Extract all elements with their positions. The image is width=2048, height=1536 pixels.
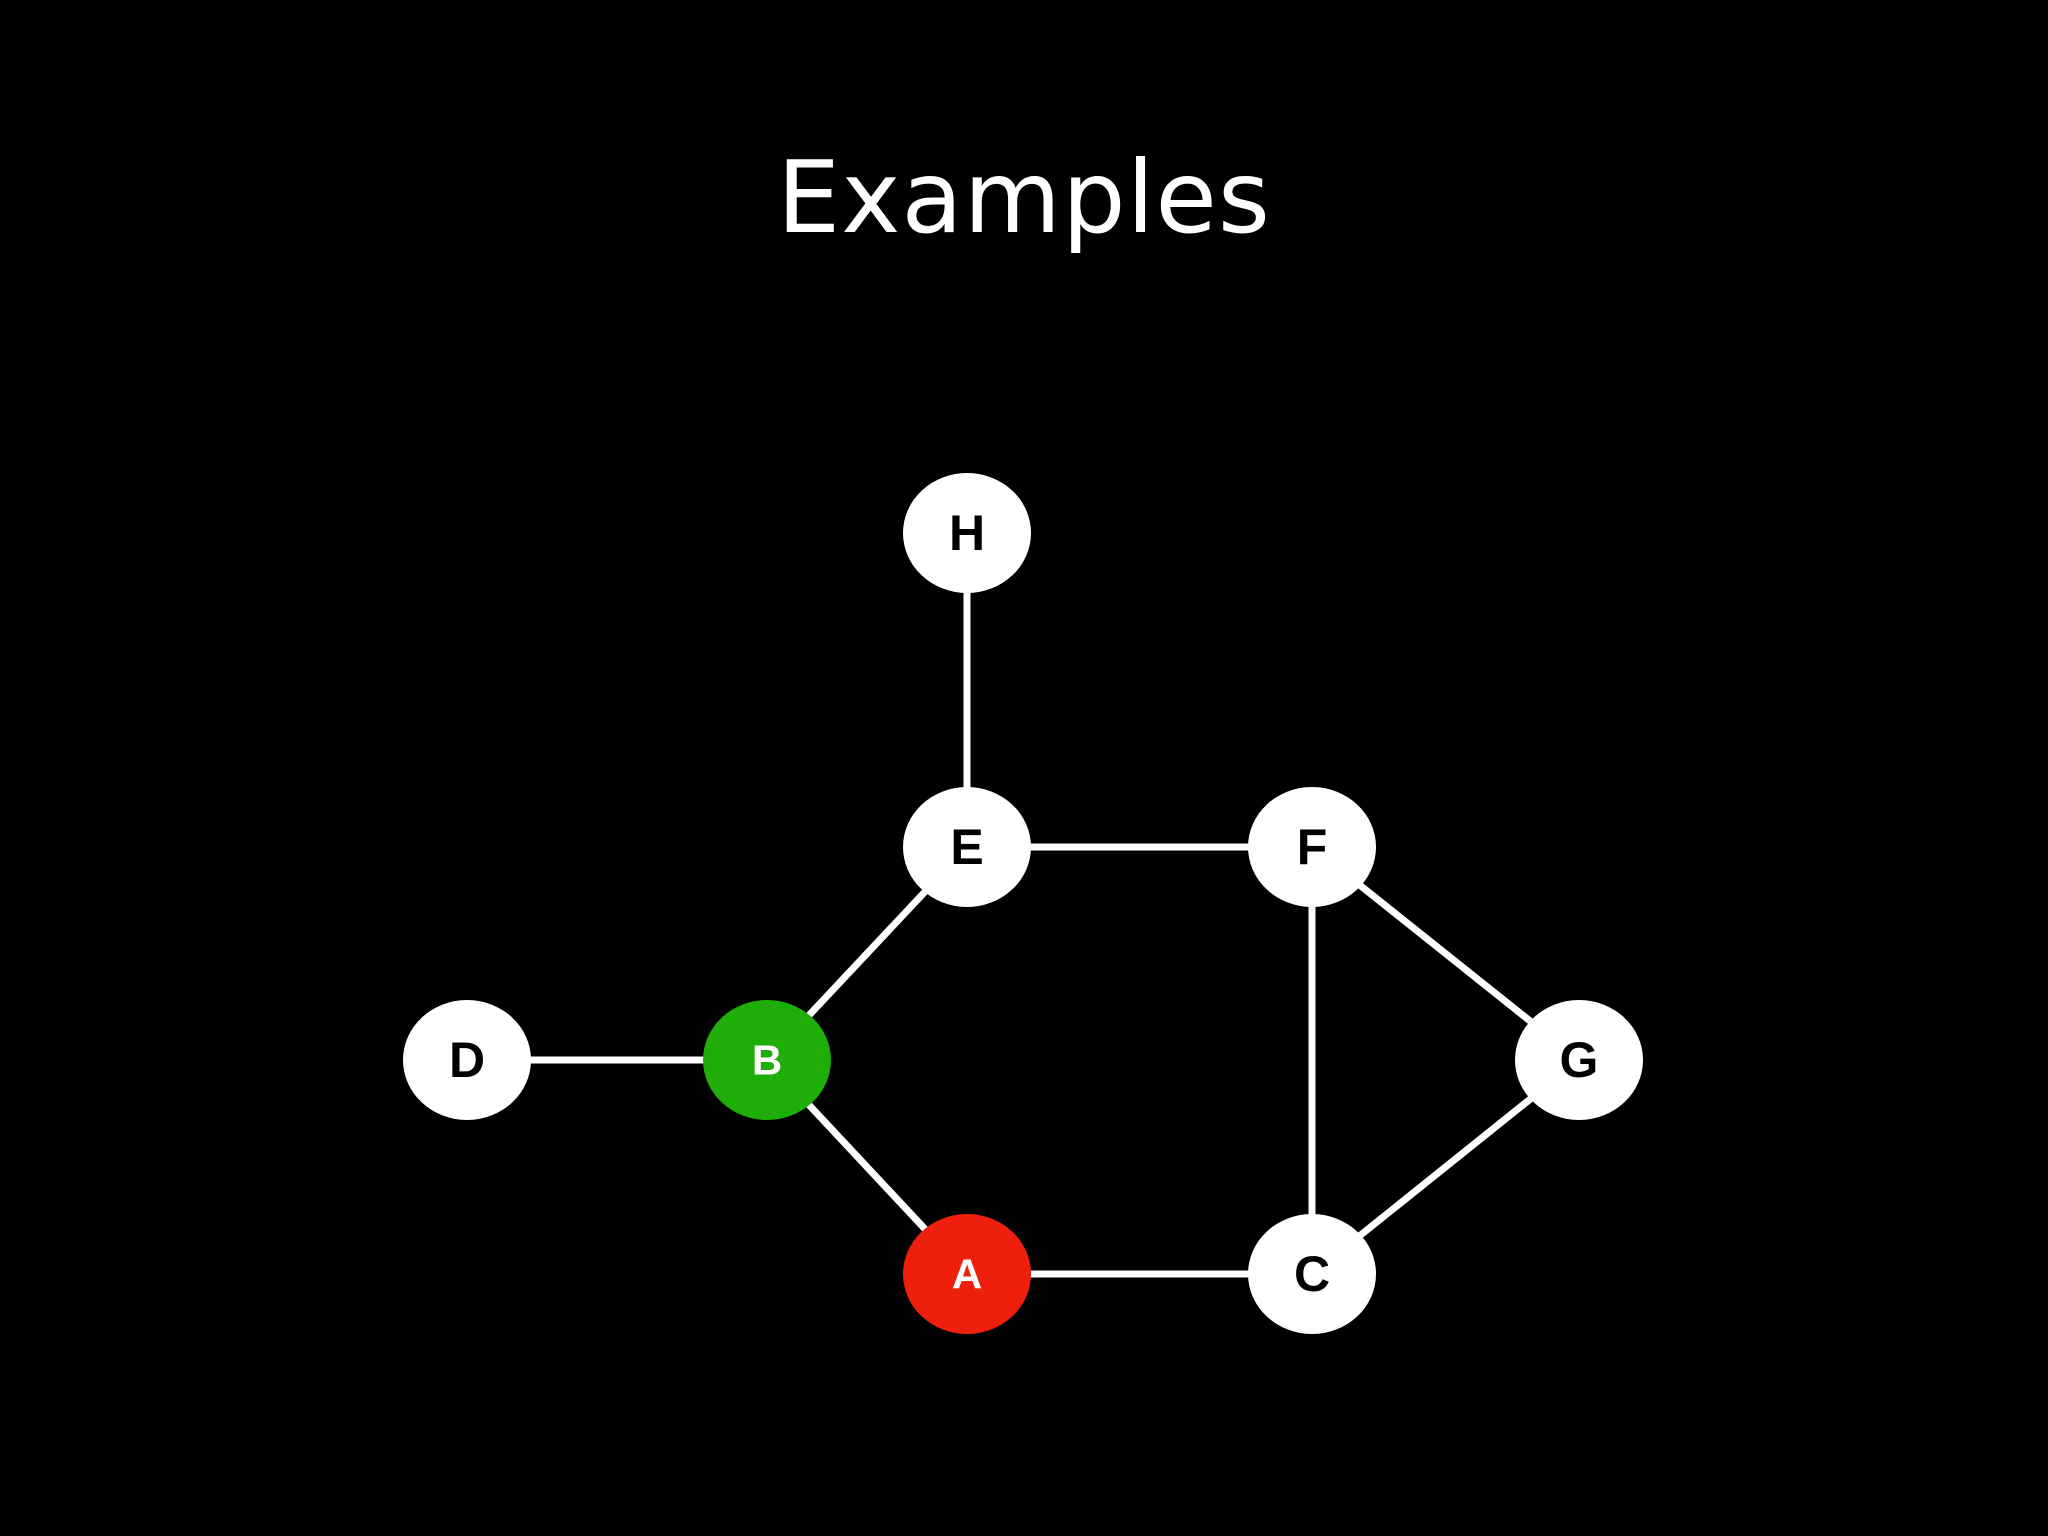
node-g: G <box>1515 1000 1643 1120</box>
node-circle <box>903 473 1031 593</box>
node-circle <box>403 1000 531 1120</box>
node-label: C <box>1294 1246 1330 1302</box>
node-h: H <box>903 473 1031 593</box>
node-circle <box>903 787 1031 907</box>
slide-title: Examples <box>777 139 1271 256</box>
edge-layer <box>467 533 1582 1278</box>
node-layer: H E F D B G A C <box>403 473 1643 1334</box>
node-circle <box>1515 1000 1643 1120</box>
node-c: C <box>1248 1214 1376 1334</box>
node-circle <box>1248 787 1376 907</box>
node-label: A <box>952 1251 982 1298</box>
node-e: E <box>903 787 1031 907</box>
node-circle <box>703 1000 831 1120</box>
node-label: D <box>449 1032 485 1088</box>
node-label: E <box>950 819 983 875</box>
node-b: B <box>703 1000 831 1120</box>
node-label: G <box>1560 1032 1599 1088</box>
node-label: B <box>752 1037 782 1084</box>
node-label: H <box>949 505 985 561</box>
node-label: F <box>1297 819 1328 875</box>
node-f: F <box>1248 787 1376 907</box>
node-a: A <box>903 1214 1031 1334</box>
node-circle <box>903 1214 1031 1334</box>
node-circle <box>1248 1214 1376 1334</box>
node-d: D <box>403 1000 531 1120</box>
